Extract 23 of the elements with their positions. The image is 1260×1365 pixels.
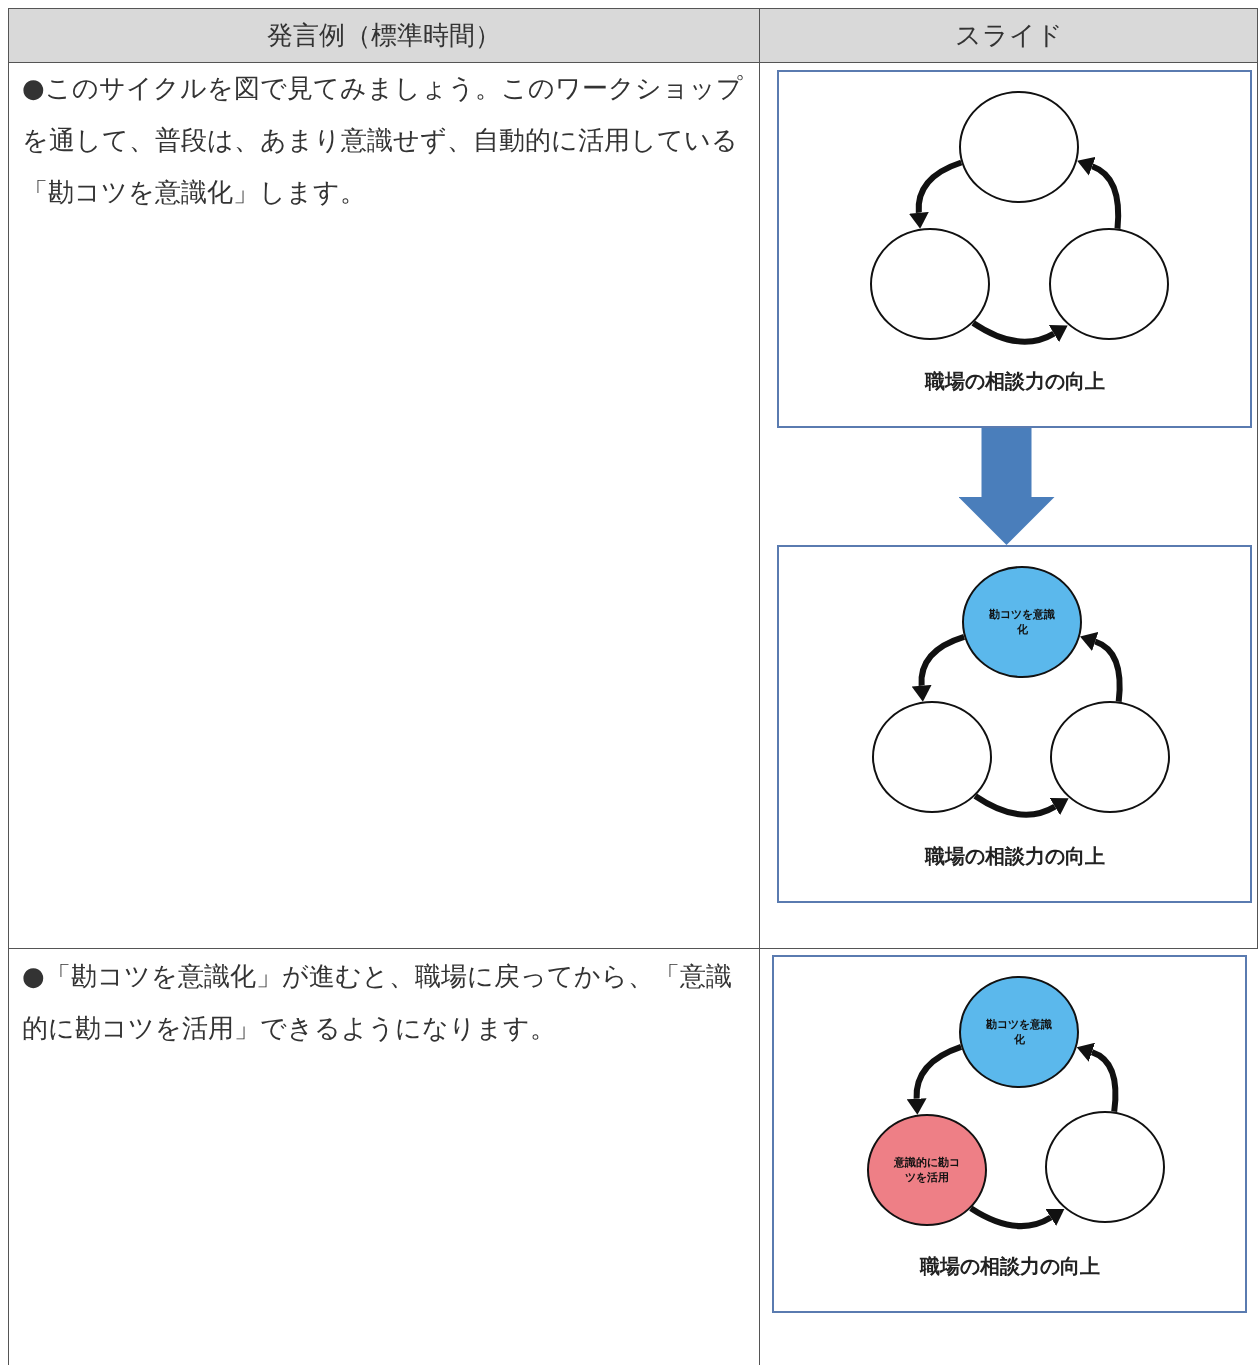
circle-label: 勘コツを意識化 bbox=[988, 607, 1056, 637]
slide-caption: 職場の相談力の向上 bbox=[923, 843, 1106, 870]
speech-text: ●「勘コツを意識化」が進むと、職場に戻ってから、「意識的に勘コツを活用」できるようになります。 bbox=[22, 960, 733, 1045]
slide-frame bbox=[777, 545, 1252, 903]
cycle-arrow bbox=[908, 159, 963, 229]
cycle-arrow bbox=[906, 1044, 963, 1115]
circle-label: 勘コツを意識化 bbox=[985, 1017, 1053, 1047]
cycle-arrow bbox=[969, 1205, 1065, 1230]
slide-frame bbox=[772, 955, 1247, 1313]
speech-text: ●このサイクルを図で見てみましょう。このワークショップを通して、普段は、あまり意識せず、自動的に活用している「勘コツを意識化」します。 bbox=[22, 72, 744, 209]
column-header: スライド bbox=[760, 9, 1257, 62]
cycle-arrow bbox=[973, 793, 1070, 818]
cycle-arrow bbox=[1077, 1042, 1119, 1113]
cycle-arrow bbox=[1077, 157, 1122, 229]
slide-caption: 職場の相談力の向上 bbox=[923, 368, 1106, 395]
column-header: 発言例（標準時間） bbox=[9, 9, 759, 62]
slide-frame bbox=[777, 70, 1252, 428]
cycle-arrow bbox=[971, 320, 1069, 345]
slide-caption: 職場の相談力の向上 bbox=[918, 1253, 1101, 1280]
cycle-arrow bbox=[1080, 632, 1123, 702]
cycle-arrow bbox=[911, 633, 966, 702]
circle-label: 意識的に勘コツを活用 bbox=[893, 1155, 961, 1185]
down-arrow bbox=[958, 428, 1055, 545]
